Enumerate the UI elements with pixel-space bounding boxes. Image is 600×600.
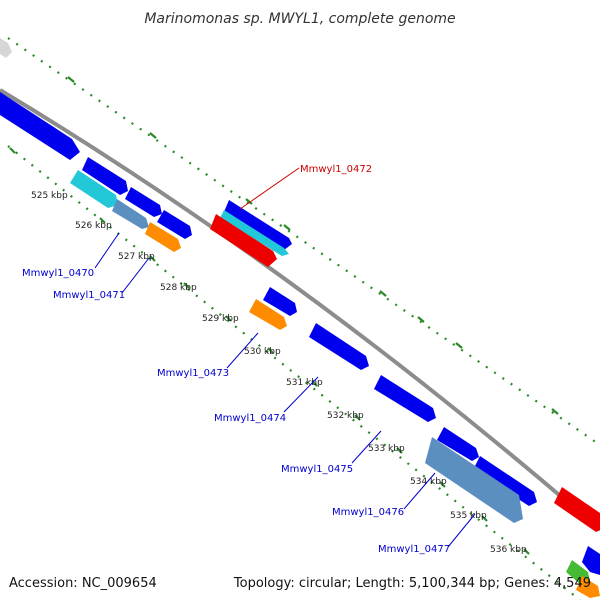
- tick-label: 525 kbp: [31, 191, 68, 201]
- gene-label-mmwyl1-0476[interactable]: Mmwyl1_0476: [332, 507, 404, 518]
- tick-label: 532 kbp: [327, 411, 364, 421]
- tick-label: 535 kbp: [450, 511, 487, 521]
- inner-track-ticks: [9, 147, 530, 555]
- tick-label: 527 kbp: [118, 252, 155, 262]
- gene-mmwyl1-0477-steel[interactable]: [425, 437, 523, 523]
- tick-label: 533 kbp: [368, 444, 405, 454]
- gene-label-mmwyl1-0472[interactable]: Mmwyl1_0472: [300, 164, 372, 175]
- gene-bottom-orange[interactable]: [576, 576, 600, 598]
- gene-blue-d[interactable]: [263, 287, 297, 316]
- tick-label: 526 kbp: [75, 221, 112, 231]
- genome-backbone: [0, 88, 600, 532]
- tick-label: 528 kbp: [160, 283, 197, 293]
- gene-mmwyl1-0471-steel[interactable]: [112, 199, 149, 229]
- gene-mmwyl1-0470-cyan[interactable]: [70, 170, 118, 208]
- gene-label-mmwyl1-0470[interactable]: Mmwyl1_0470: [22, 268, 94, 279]
- gene-grey-fragment[interactable]: [0, 38, 12, 58]
- genome-summary-text: Topology: circular; Length: 5,100,344 bp…: [233, 576, 591, 591]
- gene-mmwyl1-0472-cyan[interactable]: [220, 210, 289, 256]
- tick-label: 531 kbp: [286, 378, 323, 388]
- gene-right-red[interactable]: [554, 487, 600, 532]
- gene-blue-a[interactable]: [82, 157, 128, 195]
- inner-strand-genes: [0, 92, 600, 598]
- outer-strand-genes: [210, 200, 600, 532]
- gene-mmwyl1-0472-red[interactable]: [210, 214, 277, 267]
- gene-mmwyl1-0473-orange[interactable]: [249, 299, 287, 330]
- gene-mmwyl1-0474-blue[interactable]: [309, 323, 369, 370]
- gene-label-mmwyl1-0473[interactable]: Mmwyl1_0473: [157, 368, 229, 379]
- tick-label: 529 kbp: [202, 314, 239, 324]
- tick-label: 530 kbp: [244, 347, 281, 357]
- gene-blue-e[interactable]: [437, 427, 479, 461]
- gene-left-long-blue[interactable]: [0, 92, 80, 160]
- label-leaders: [94, 167, 476, 548]
- gene-mmwyl1-0475-blue[interactable]: [374, 375, 436, 422]
- gene-mmwyl1-0476-blue[interactable]: [473, 456, 537, 506]
- map-title: Marinomonas sp. MWYL1, complete genome: [144, 11, 455, 27]
- gene-labels: Mmwyl1_0470 Mmwyl1_0471 Mmwyl1_0472 Mmwy…: [22, 164, 450, 555]
- gene-mmwyl1-0472-blue[interactable]: [224, 200, 292, 250]
- gene-label-mmwyl1-0477[interactable]: Mmwyl1_0477: [378, 544, 450, 555]
- gene-label-mmwyl1-0474[interactable]: Mmwyl1_0474: [214, 413, 286, 424]
- tick-labels: 525 kbp 526 kbp 527 kbp 528 kbp 529 kbp …: [31, 191, 527, 555]
- gene-bottom-blue[interactable]: [582, 546, 600, 575]
- gene-orange-a[interactable]: [145, 222, 181, 252]
- tick-label: 536 kbp: [490, 545, 527, 555]
- gene-blue-c[interactable]: [157, 210, 192, 239]
- tick-label: 534 kbp: [410, 477, 447, 487]
- gene-label-mmwyl1-0471[interactable]: Mmwyl1_0471: [53, 290, 125, 301]
- gene-label-mmwyl1-0475[interactable]: Mmwyl1_0475: [281, 464, 353, 475]
- gene-blue-b[interactable]: [125, 187, 162, 217]
- accession-text: Accession: NC_009654: [9, 576, 157, 591]
- outer-track-ticks: [67, 76, 559, 415]
